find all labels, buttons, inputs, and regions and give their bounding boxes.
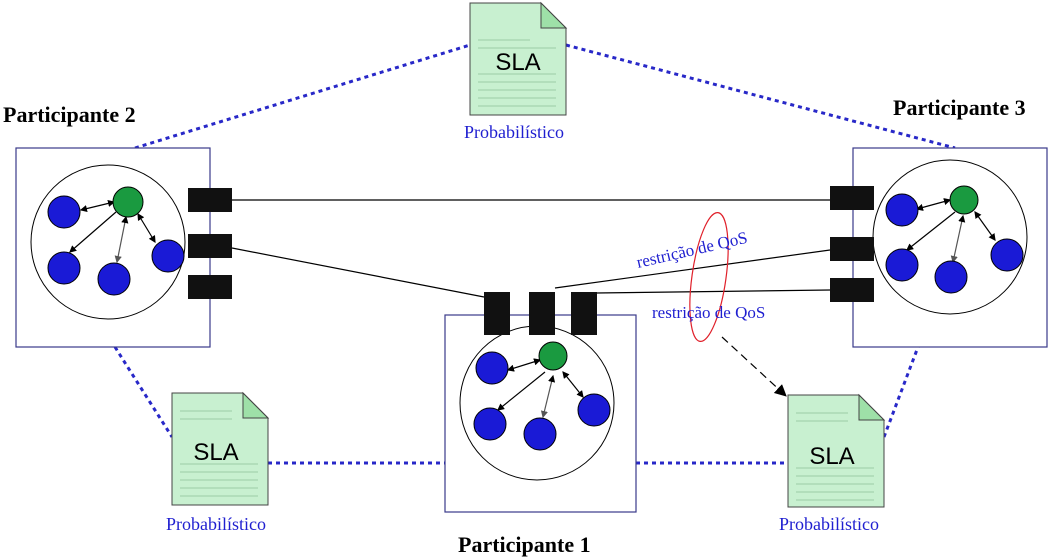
node-blue bbox=[47, 251, 81, 285]
port-links bbox=[231, 199, 831, 298]
node-blue bbox=[577, 393, 611, 427]
document-icon bbox=[787, 394, 885, 508]
node-blue bbox=[990, 238, 1024, 272]
qos-annotation: restrição de QoS restrição de QoS bbox=[635, 211, 787, 397]
edge bbox=[69, 211, 117, 253]
node-green bbox=[949, 185, 979, 215]
participant-1-port-3 bbox=[571, 292, 597, 335]
edge bbox=[540, 374, 556, 419]
participant-1-port-2 bbox=[529, 292, 555, 335]
document-fold-icon bbox=[540, 1, 568, 29]
participant-3-port-1 bbox=[830, 186, 874, 210]
participant-3-port-3 bbox=[830, 278, 874, 302]
edge bbox=[79, 199, 116, 213]
participant-2 bbox=[15, 147, 232, 348]
edge bbox=[506, 358, 542, 372]
participant-1 bbox=[444, 292, 637, 513]
edge bbox=[497, 371, 546, 411]
node-blue bbox=[885, 248, 919, 282]
sla-caption: Probabilístico bbox=[464, 122, 564, 142]
document-lines bbox=[180, 410, 258, 497]
node-blue bbox=[151, 239, 185, 273]
link-p2-port2-p1-port1 bbox=[231, 247, 485, 298]
document-icon bbox=[171, 392, 269, 506]
node-blue bbox=[473, 407, 507, 441]
node-blue bbox=[475, 351, 509, 385]
edge bbox=[562, 371, 584, 398]
sla-title: SLA bbox=[495, 49, 540, 76]
document-fold-icon bbox=[242, 391, 270, 419]
link-p1-port3-p3-port3 bbox=[595, 289, 831, 294]
dotted-link-top-sla-p3 bbox=[565, 43, 956, 150]
edge bbox=[906, 211, 956, 251]
dotted-link-p2-left-sla bbox=[113, 346, 174, 438]
sla-document-left: SLA Probabilístico bbox=[166, 391, 270, 534]
participant-2-port-1 bbox=[188, 188, 232, 212]
document-lines bbox=[796, 412, 874, 501]
qos-ellipse bbox=[689, 211, 729, 343]
sla-caption: Probabilístico bbox=[779, 514, 879, 534]
node-blue bbox=[47, 195, 81, 229]
participant-2-label: Participante 2 bbox=[3, 102, 136, 127]
dotted-link-p2-top-sla bbox=[134, 43, 471, 150]
qos-label-lower: restrição de QoS bbox=[652, 303, 765, 322]
node-green bbox=[538, 341, 568, 371]
node-blue bbox=[523, 417, 557, 451]
edge bbox=[915, 198, 952, 211]
document-lines bbox=[478, 39, 556, 107]
edge bbox=[950, 214, 966, 264]
document-icon bbox=[469, 2, 567, 116]
node-blue bbox=[885, 193, 919, 227]
participant-1-label: Participante 1 bbox=[458, 532, 591, 557]
node-blue bbox=[97, 262, 131, 296]
edge bbox=[114, 215, 129, 264]
node-blue bbox=[934, 260, 968, 294]
participant-3-label: Participante 3 bbox=[893, 95, 1026, 120]
edge bbox=[974, 211, 996, 241]
sla-title: SLA bbox=[809, 443, 854, 470]
participant-3-port-2 bbox=[830, 237, 874, 261]
qos-arrow bbox=[721, 336, 787, 397]
qos-label-upper: restrição de QoS bbox=[635, 228, 750, 272]
sla-dotted-links bbox=[113, 43, 956, 465]
sla-document-top: SLA Probabilístico bbox=[464, 1, 568, 142]
dotted-link-right-sla-p3 bbox=[882, 346, 920, 438]
sla-document-right: SLA Probabilístico bbox=[779, 393, 886, 534]
participant-1-port-1 bbox=[484, 292, 510, 335]
participant-3 bbox=[830, 147, 1048, 348]
node-green bbox=[112, 186, 144, 218]
document-fold-icon bbox=[858, 393, 886, 421]
participant-2-port-2 bbox=[188, 234, 232, 258]
participant-2-port-3 bbox=[188, 275, 232, 299]
edge bbox=[137, 212, 156, 244]
sla-caption: Probabilístico bbox=[166, 514, 266, 534]
sla-title: SLA bbox=[193, 439, 238, 466]
